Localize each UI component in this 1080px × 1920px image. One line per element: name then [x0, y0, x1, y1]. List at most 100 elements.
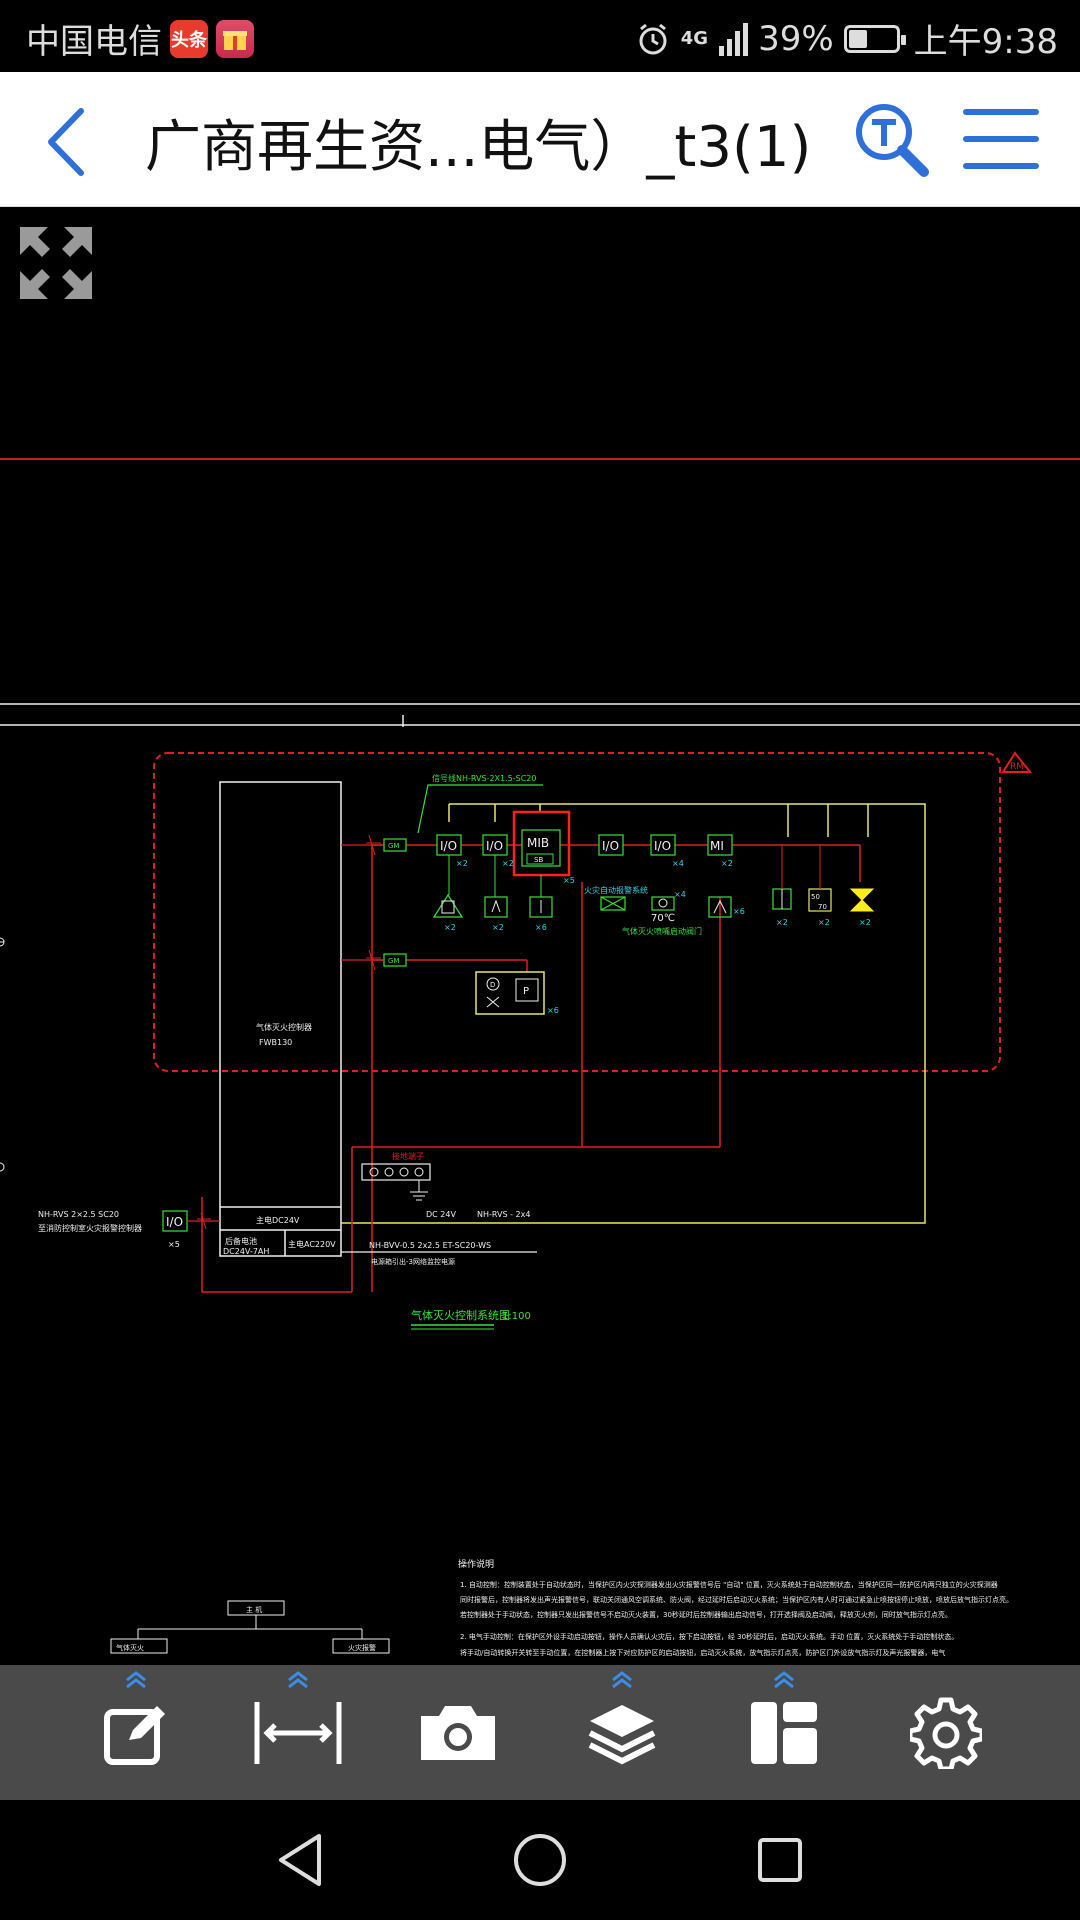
gm-label-1: GM	[388, 842, 399, 850]
circle-home-icon	[514, 1834, 566, 1886]
backup-battery-spec: DC24V-7AH	[223, 1247, 269, 1256]
nav-recents-button[interactable]	[735, 1820, 825, 1900]
count-x2-g: ×2	[818, 918, 830, 927]
clock: 上午9:38	[913, 22, 1058, 62]
count-x2-h: ×2	[859, 918, 871, 927]
layers-tool-button[interactable]	[552, 1665, 692, 1800]
settings-tool-button[interactable]	[876, 1665, 1016, 1800]
nav-back-button[interactable]	[255, 1820, 345, 1900]
screenshot-tool-button[interactable]	[388, 1665, 528, 1800]
door-valve-label: 气体灭火喷嘴启动阀门	[622, 926, 702, 936]
nh-bvv-sub-label: 电源箱引出-3网络监控电源	[371, 1257, 455, 1266]
measure-icon	[254, 1701, 342, 1764]
toutiao-app-icon: 头条	[170, 19, 208, 58]
left-destination-label: 至消防控制室火灾报警控制器	[38, 1223, 142, 1233]
drawing-canvas[interactable]: RM 气体灭火控制器 FWB130 主电DC24V 后备电池 DC24V-7AH…	[0, 207, 1080, 1665]
dc24v-label: DC 24V	[426, 1210, 456, 1219]
gift-app-icon	[216, 19, 254, 58]
app-header: 广商再生资...电气）_t3(1)	[0, 72, 1080, 207]
revision-mark: RM	[1010, 762, 1024, 772]
count-x6-b: ×6	[733, 907, 745, 916]
tree-left-label: 气体灭火	[116, 1643, 144, 1652]
alarm-icon	[639, 23, 667, 54]
annotate-tool-button[interactable]	[66, 1665, 206, 1800]
expand-arrows-icon	[20, 227, 92, 299]
layout-icon	[751, 1701, 817, 1764]
gear-icon	[910, 1697, 982, 1769]
status-left: 中国电信 头条	[26, 14, 254, 63]
io-module-4: I/O	[654, 839, 671, 853]
text-search-icon	[856, 104, 929, 177]
drawing-title: 气体灭火控制系统图	[411, 1308, 510, 1322]
mi-module: MI	[710, 839, 724, 853]
note-2: 2. 电气手动控制：在保护区外设手动启动按钮，操作人员确认火灾后，按下启动按钮，…	[460, 1632, 958, 1641]
label-50: 50	[811, 893, 820, 901]
system-navigation-bar	[0, 1800, 1080, 1920]
nav-home-button[interactable]	[495, 1820, 585, 1900]
vent-label: 火灾自动报警系统	[584, 885, 648, 895]
count-x2-e: ×2	[492, 923, 504, 932]
note-1b: 同时报警后，控制器将发出声光报警信号，联动关闭通风空调系统、防火阀，经过延时后启…	[460, 1595, 1013, 1604]
count-x6-c: ×6	[547, 1006, 559, 1015]
nh-rvs-label: NH-RVS - 2x4	[477, 1210, 530, 1219]
temperature-label: 70℃	[651, 913, 675, 924]
network-type: 4G	[680, 28, 709, 49]
cad-drawing[interactable]: RM 气体灭火控制器 FWB130 主电DC24V 后备电池 DC24V-7AH…	[0, 207, 1080, 1665]
count-x2-d: ×2	[444, 923, 456, 932]
io-module-1: I/O	[440, 839, 457, 853]
left-cable-label: NH-RVS 2×2.5 SC20	[38, 1210, 119, 1219]
main-power-ac: 主电AC220V	[288, 1239, 336, 1249]
d-label: D	[490, 981, 495, 989]
menu-button[interactable]	[962, 104, 1040, 174]
fullscreen-button[interactable]	[16, 223, 96, 303]
battery-percent: 39%	[758, 18, 834, 59]
nh-bvv-label: NH-BVV-0.5 2x2.5 ET-SC20-WS	[369, 1241, 491, 1250]
backup-battery-label: 后备电池	[225, 1236, 257, 1246]
measure-tool-button[interactable]	[228, 1665, 368, 1800]
document-title: 广商再生资...电气）_t3(1)	[145, 115, 812, 180]
mib-module: MIB	[527, 836, 549, 850]
count-x5-left: ×5	[168, 1240, 180, 1249]
layers-icon	[588, 1704, 656, 1764]
battery-icon	[843, 24, 906, 53]
controller-model: FWB130	[259, 1038, 292, 1047]
chevron-left-icon	[48, 108, 84, 176]
chevron-up-icon	[774, 1671, 794, 1689]
io-module-2: I/O	[486, 839, 503, 853]
triangle-back-icon	[279, 1834, 321, 1886]
back-button[interactable]	[30, 102, 100, 182]
tree-right-label: 火灾报警	[348, 1643, 376, 1652]
chevron-up-icon	[612, 1671, 632, 1689]
text-search-button[interactable]	[852, 100, 932, 180]
square-recents-icon	[758, 1838, 802, 1882]
io-module-3: I/O	[602, 839, 619, 853]
notes-heading: 操作说明	[458, 1558, 494, 1570]
edit-icon	[104, 1705, 165, 1765]
tree-root-label: 主 机	[246, 1605, 262, 1614]
layout-tool-button[interactable]	[714, 1665, 854, 1800]
count-x4-b: ×4	[674, 890, 686, 899]
count-x2-c: ×2	[721, 859, 733, 868]
note-1c: 若控制器处于手动状态，控制器只发出报警信号不启动灭火装置，30秒延时后控制器输出…	[460, 1610, 952, 1619]
io-module-left: I/O	[166, 1215, 183, 1229]
status-bar: 中国电信 头条 4G 39% 上午9:38	[0, 0, 1080, 72]
count-x5: ×5	[563, 876, 575, 885]
bottom-toolbar	[0, 1665, 1080, 1800]
sb-label: SB	[534, 856, 543, 864]
count-x2-a: ×2	[456, 859, 468, 868]
drawing-scale: 1:100	[502, 1311, 531, 1322]
hamburger-menu-icon	[963, 109, 1039, 169]
chevron-up-icon	[288, 1671, 308, 1689]
camera-icon	[421, 1705, 495, 1760]
signal-icon	[719, 22, 749, 56]
carrier-name: 中国电信	[26, 22, 162, 62]
ground-terminal-label: 接地端子	[392, 1151, 424, 1161]
controller-label: 气体灭火控制器	[256, 1022, 312, 1032]
gm-label-2: GM	[388, 957, 399, 965]
label-70: 70	[818, 903, 827, 911]
count-x2-b: ×2	[502, 859, 514, 868]
count-x6-a: ×6	[535, 923, 547, 932]
count-x2-f: ×2	[776, 918, 788, 927]
main-power-dc: 主电DC24V	[256, 1215, 300, 1225]
note-1: 1. 自动控制：控制装置处于自动状态时，当保护区内火灾探测器发出火灾报警信号后 …	[460, 1580, 998, 1589]
